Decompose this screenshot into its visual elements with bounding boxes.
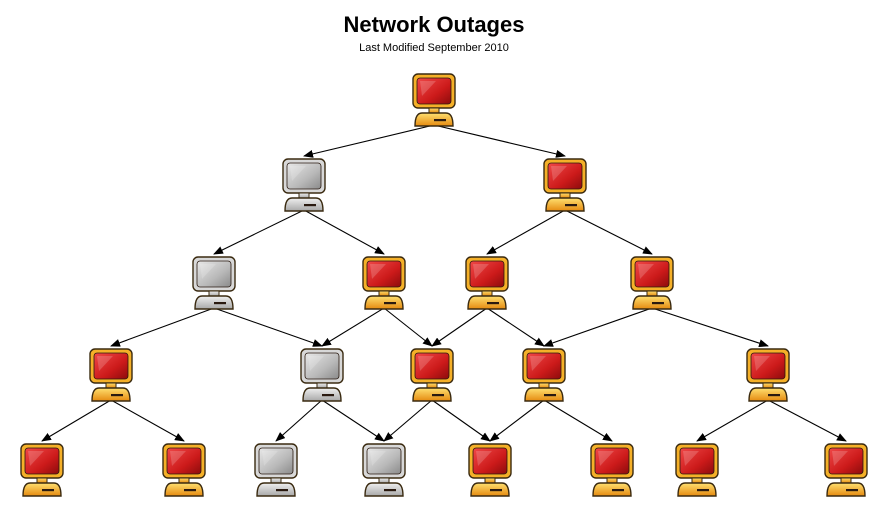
computer-outage-n3[interactable] xyxy=(543,158,587,212)
computer-outage-n10[interactable] xyxy=(410,348,454,402)
edge-n9-n15 xyxy=(275,399,323,442)
node-layer xyxy=(20,73,868,497)
edge-n8-n14 xyxy=(110,399,185,442)
edge-layer xyxy=(41,124,847,442)
computer-ok-n4[interactable] xyxy=(192,256,236,310)
computer-ok-n15[interactable] xyxy=(254,443,298,497)
computer-outage-n5[interactable] xyxy=(362,256,406,310)
computer-outage-n14[interactable] xyxy=(162,443,206,497)
computer-ok-n16[interactable] xyxy=(362,443,406,497)
edge-n10-n17 xyxy=(431,399,491,442)
computer-outage-n19[interactable] xyxy=(675,443,719,497)
edge-n4-n8 xyxy=(110,307,215,347)
computer-outage-n11[interactable] xyxy=(522,348,566,402)
computer-outage-n6[interactable] xyxy=(465,256,509,310)
edge-n1-n3 xyxy=(433,124,566,158)
computer-outage-n7[interactable] xyxy=(630,256,674,310)
computer-outage-n13[interactable] xyxy=(20,443,64,497)
edge-n11-n18 xyxy=(543,399,613,442)
computer-outage-n17[interactable] xyxy=(468,443,512,497)
edge-n11-n17 xyxy=(489,399,545,442)
computer-ok-n9[interactable] xyxy=(300,348,344,402)
diagram-subtitle: Last Modified September 2010 xyxy=(359,42,509,54)
computer-outage-n1[interactable] xyxy=(412,73,456,127)
edge-n5-n9 xyxy=(321,307,385,347)
edge-n3-n6 xyxy=(486,209,566,255)
computer-outage-n8[interactable] xyxy=(89,348,133,402)
edge-n4-n9 xyxy=(213,307,323,347)
computer-outage-n18[interactable] xyxy=(590,443,634,497)
edge-n5-n10 xyxy=(383,307,433,347)
diagram-title: Network Outages xyxy=(343,12,525,37)
edge-n9-n16 xyxy=(321,399,385,442)
edge-n10-n16 xyxy=(383,399,433,442)
computer-ok-n2[interactable] xyxy=(282,158,326,212)
edge-n7-n11 xyxy=(543,307,653,347)
edge-n7-n12 xyxy=(651,307,769,347)
edge-n6-n10 xyxy=(431,307,488,347)
edge-n3-n7 xyxy=(564,209,653,255)
edge-n6-n11 xyxy=(486,307,545,347)
computer-outage-n20[interactable] xyxy=(824,443,868,497)
computer-outage-n12[interactable] xyxy=(746,348,790,402)
edge-n12-n19 xyxy=(696,399,769,442)
edge-n2-n5 xyxy=(303,209,385,255)
edge-n12-n20 xyxy=(767,399,847,442)
edge-n1-n2 xyxy=(303,124,435,158)
edge-n8-n13 xyxy=(41,399,112,442)
edge-n2-n4 xyxy=(213,209,305,255)
